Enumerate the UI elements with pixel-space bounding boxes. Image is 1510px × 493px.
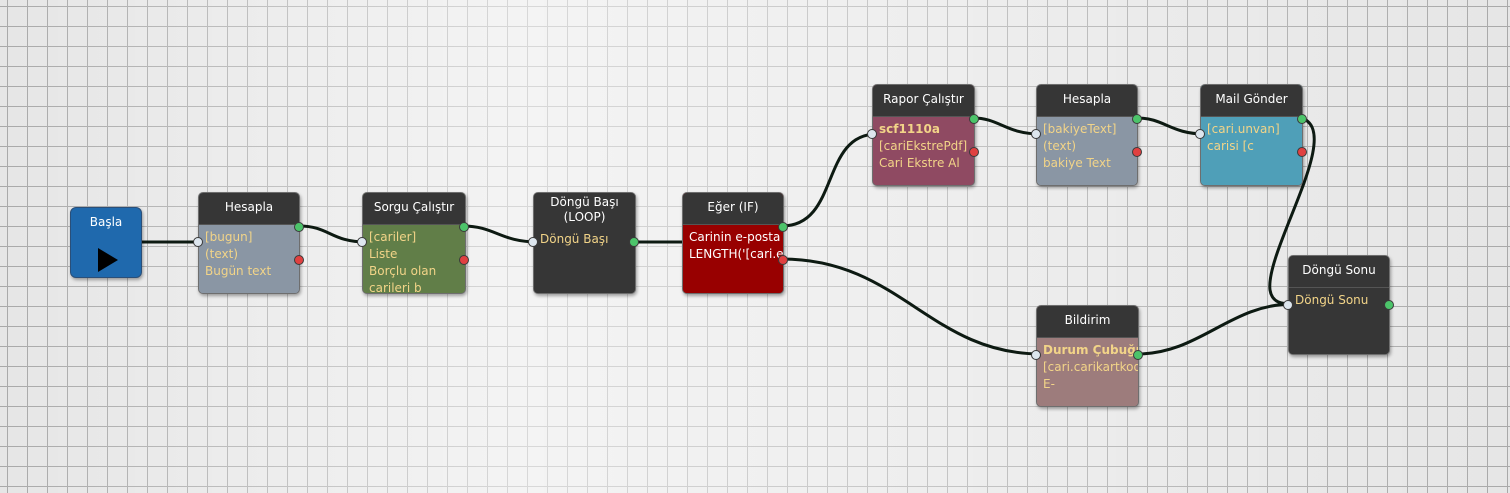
error-output-port[interactable] [294,255,304,265]
node-title: Rapor Çalıştır [873,85,974,117]
node-body: [bugun] (text) Bugün text [199,225,299,293]
node-line: scf1110a [879,122,940,136]
success-output-port[interactable] [969,114,979,124]
node-line: Durum Çubuğu [1043,343,1138,357]
node-body: Döngü Sonu [1289,288,1389,354]
node-rapor-calistir[interactable]: Rapor Çalıştır scf1110a [cariEkstrePdf] … [867,84,979,186]
true-output-port[interactable] [778,222,788,232]
node-line: [bakiyeText] [1043,122,1117,136]
input-port[interactable] [528,237,538,247]
node-body: [cariler] Liste Borçlu olan carileri b [363,225,465,293]
node-line: Liste [369,247,398,261]
node-dongu-sonu[interactable]: Döngü Sonu Döngü Sonu [1283,255,1394,355]
node-line: [cari.unvan] [1207,122,1280,136]
success-output-port[interactable] [1297,114,1307,124]
node-line: carisi [c [1207,139,1254,153]
node-hesapla-bakiye[interactable]: Hesapla [bakiyeText] (text) bakiye Text [1031,84,1142,186]
node-title: Hesapla [199,193,299,225]
connection-edge [1135,302,1295,356]
success-output-port[interactable] [294,222,304,232]
play-icon[interactable] [98,248,118,272]
node-body: scf1110a [cariEkstrePdf] Cari Ekstre Al [873,117,974,185]
input-port[interactable] [193,237,203,247]
input-port[interactable] [1031,350,1041,360]
success-output-port[interactable] [459,222,469,232]
node-line: [cariler] [369,230,417,244]
node-line: bakiye Text [1043,156,1111,170]
connection-edge [780,132,879,228]
loop-end-output-port[interactable] [1384,300,1394,310]
node-body: Durum Çubuğu [cari.carikartkodu] E- [1037,338,1138,406]
node-line: Bugün text [205,264,272,278]
node-body: [cari.unvan] carisi [c [1201,117,1302,185]
connection-edge [461,224,540,244]
error-output-port[interactable] [1297,147,1307,157]
node-line: Döngü Sonu [1295,293,1369,307]
node-title: Döngü Başı(LOOP) [534,193,635,233]
node-title: Mail Gönder [1201,85,1302,117]
node-eger-if[interactable]: Eğer (IF) Carinin e-posta LENGTH('[cari.… [682,192,788,294]
node-line: Carinin e-posta [689,230,781,244]
success-output-port[interactable] [1133,350,1143,360]
connection-edge [297,224,369,244]
node-title: Sorgu Çalıştır [363,193,465,225]
node-line: [bugun] [205,230,253,244]
node-line: Döngü Başı [540,232,609,246]
node-mail-gonder[interactable]: Mail Gönder [cari.unvan] carisi [c [1195,84,1307,186]
input-port[interactable] [1031,129,1041,139]
node-hesapla-bugun[interactable]: Hesapla [bugun] (text) Bugün text [193,192,304,294]
node-line: Cari Ekstre Al [879,156,960,170]
connection-edge [780,257,1043,356]
node-title: Eğer (IF) [683,193,783,225]
node-body: [bakiyeText] (text) bakiye Text [1037,117,1137,185]
error-output-port[interactable] [1132,147,1142,157]
error-output-port[interactable] [969,147,979,157]
node-line: carileri b [369,281,422,293]
node-line: E- [1043,377,1055,391]
node-body: Döngü Başı [534,227,635,293]
start-node-label: Başla [89,215,123,229]
input-port[interactable] [1283,300,1293,310]
node-body: Carinin e-posta LENGTH('[cari.e [683,225,783,293]
input-port[interactable] [357,237,367,247]
node-line: (text) [205,247,239,261]
loop-output-port[interactable] [629,237,639,247]
node-line: [cari.carikartkodu] [1043,360,1138,374]
node-bildirim[interactable]: Bildirim Durum Çubuğu [cari.carikartkodu… [1031,305,1143,407]
node-line: LENGTH('[cari.e [689,247,783,261]
false-output-port[interactable] [778,255,788,265]
node-title: Döngü Sonu [1289,256,1389,288]
node-line: [cariEkstrePdf] [879,139,968,153]
input-port[interactable] [867,129,877,139]
error-output-port[interactable] [459,255,469,265]
node-line: (text) [1043,139,1077,153]
connection-edge [1268,116,1316,306]
input-port[interactable] [1195,129,1205,139]
success-output-port[interactable] [1132,114,1142,124]
node-title: Bildirim [1037,306,1138,338]
node-dongu-basi[interactable]: Döngü Başı(LOOP) Döngü Başı [528,192,639,294]
node-sorgu-calistir[interactable]: Sorgu Çalıştır [cariler] Liste Borçlu ol… [357,192,469,294]
node-title: Hesapla [1037,85,1137,117]
start-node[interactable]: Başla [70,207,216,278]
node-line: Borçlu olan [369,264,437,278]
